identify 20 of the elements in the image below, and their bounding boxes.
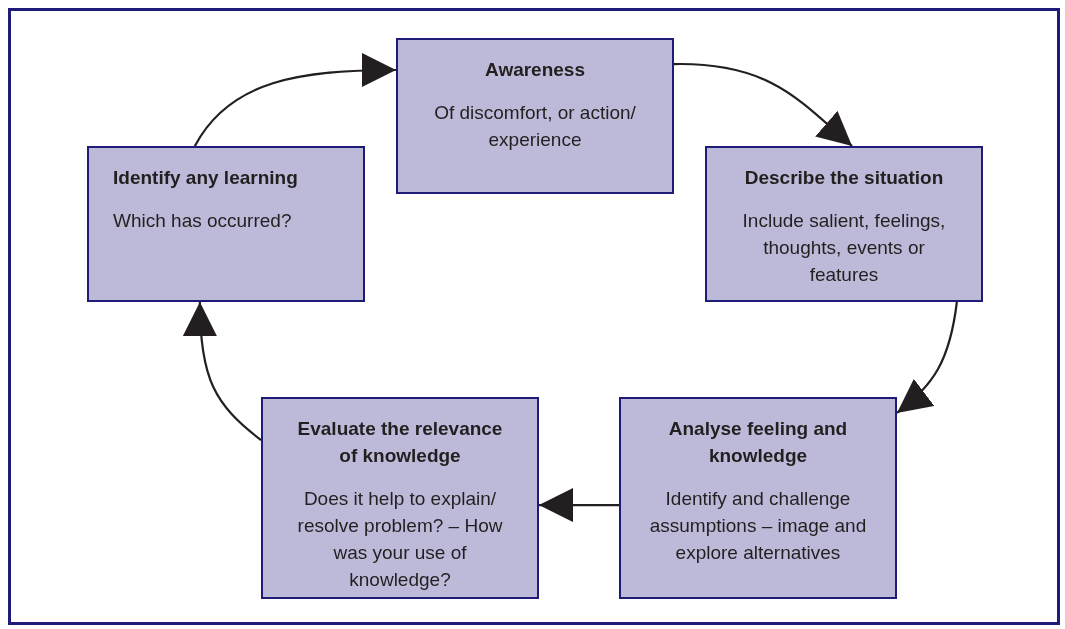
box-heading: Analyse feeling and knowledge (667, 417, 849, 468)
process-box (396, 38, 674, 194)
box-text: Does it help to explain/ resolve problem? – How was your use of knowledge? (296, 487, 504, 592)
arrow (539, 488, 619, 523)
process-box (87, 146, 365, 302)
box-heading: Awareness (485, 58, 585, 82)
arrow (896, 301, 958, 414)
arrow (183, 302, 262, 441)
box-heading: Evaluate the relevance of knowledge (296, 417, 504, 468)
box-text: Include salient, feelings, thoughts, events or features (741, 209, 947, 287)
box-heading: Describe the situation (744, 166, 944, 190)
process-box (261, 397, 539, 599)
arrow (193, 53, 396, 147)
process-box (705, 146, 983, 302)
arrow (674, 62, 853, 147)
box-text: Which has occurred? (113, 209, 292, 233)
box-text: Of discomfort, or action/ experience (433, 101, 637, 152)
box-text: Identify and challenge assumptions – image and explore alternatives (648, 487, 868, 565)
process-box (619, 397, 897, 599)
box-heading: Identify any learning (113, 166, 298, 190)
